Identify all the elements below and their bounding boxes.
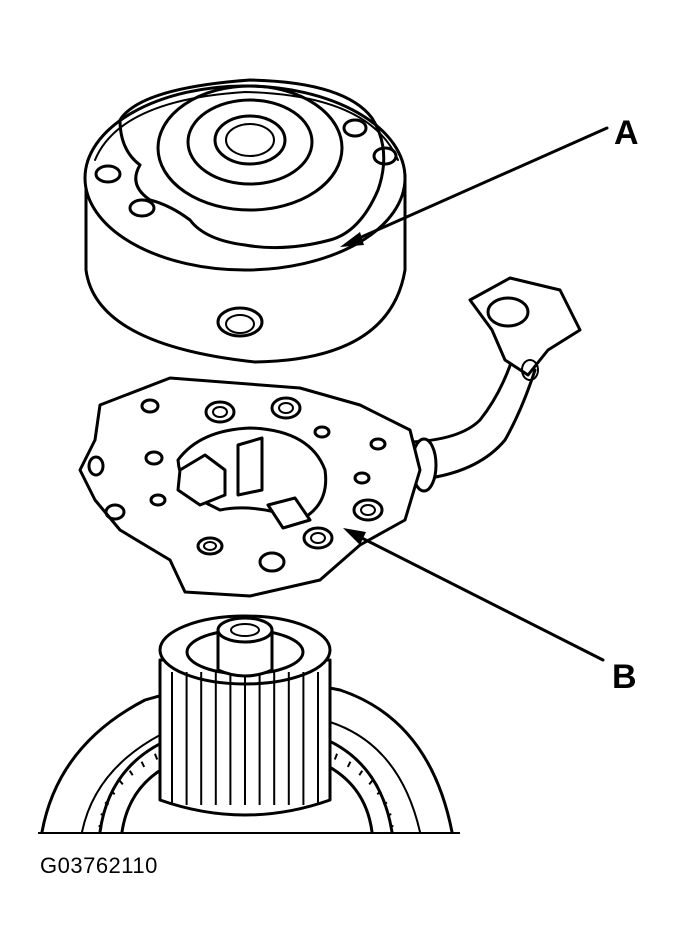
winding-slot-line xyxy=(368,779,374,786)
winding-slot-line xyxy=(118,779,124,786)
winding-slot-line xyxy=(358,770,364,776)
winding-slot-line xyxy=(110,790,116,795)
winding-slot-line xyxy=(100,813,105,817)
winding-slot-line xyxy=(333,753,339,760)
callout-label-b: B xyxy=(612,658,637,696)
armature-commutator xyxy=(40,614,454,834)
brush-holder-plate xyxy=(78,276,582,598)
end-cover-housing xyxy=(83,78,407,364)
winding-slot-line xyxy=(104,801,110,806)
winding-slot-line xyxy=(140,761,146,768)
winding-slot-line xyxy=(346,761,352,768)
winding-slot-line xyxy=(153,753,159,760)
callout-label-a: A xyxy=(614,114,639,152)
winding-slot-line xyxy=(387,813,392,817)
winding-slot-line xyxy=(382,801,388,806)
commutator-bars xyxy=(171,672,319,805)
figure-id: G03762110 xyxy=(40,853,158,878)
callout-b-leader xyxy=(343,528,605,662)
callout-a-leader xyxy=(340,126,609,247)
winding-slot-line xyxy=(128,770,134,776)
winding-slot-line xyxy=(376,790,382,795)
